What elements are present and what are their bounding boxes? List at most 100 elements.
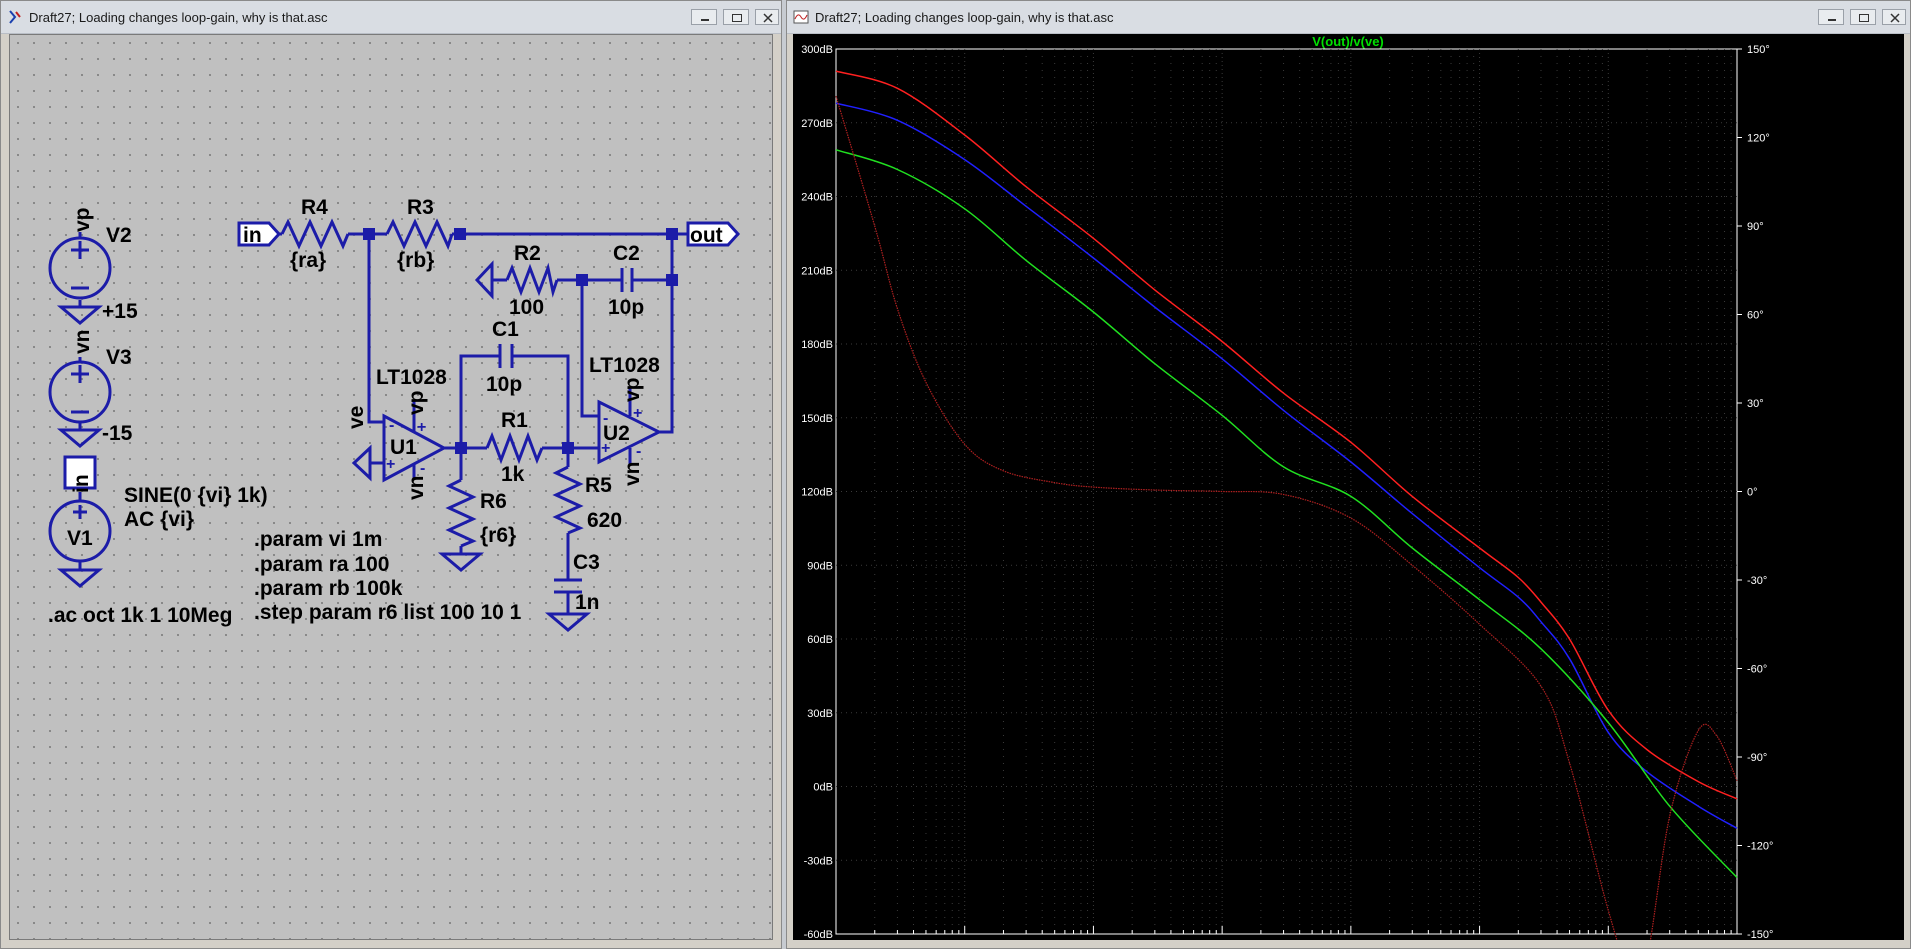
voltage-source-v1[interactable] — [48, 499, 112, 563]
waveform-window-title: Draft27; Loading changes loop-gain, why … — [815, 10, 1114, 25]
ground-symbol-v2 — [59, 305, 101, 325]
u2-vp-plus-mark: + — [633, 405, 642, 422]
u1-ref-label: U1 — [390, 436, 417, 459]
y-tick-label: 240dB — [801, 192, 833, 204]
schematic-titlebar[interactable]: Draft27; Loading changes loop-gain, why … — [1, 1, 781, 34]
y-tick-label: 90dB — [807, 560, 833, 572]
c3-value-label: 1n — [575, 591, 600, 614]
close-button[interactable] — [755, 9, 779, 25]
v1-ref-label: V1 — [67, 527, 93, 550]
maximize-icon — [732, 14, 742, 22]
plot-title[interactable]: V(out)/v(ve) — [1312, 34, 1384, 49]
trace-0 — [835, 70, 1738, 800]
v2-value-label: +15 — [102, 300, 138, 323]
x-tick-label: 10KHz — [1334, 939, 1367, 940]
junction-dots — [363, 228, 678, 454]
trace-2 — [835, 149, 1738, 879]
ground-symbol-v1 — [59, 568, 101, 588]
r2-value-label: 100 — [509, 296, 544, 319]
r6-value-label: {r6} — [480, 524, 516, 547]
ground-symbol-v3 — [59, 428, 101, 448]
u2-vn-net-label: vn — [621, 461, 644, 486]
voltage-source-v3[interactable] — [48, 360, 112, 424]
schematic-drawing[interactable]: - + + - - + + - V2 +15 V3 -15 V1 SINE(0 … — [10, 35, 774, 941]
param-vi-directive[interactable]: .param vi 1m — [254, 528, 382, 551]
waveform-titlebar[interactable]: Draft27; Loading changes loop-gain, why … — [787, 1, 1910, 34]
trace-3 — [835, 96, 1738, 949]
y-tick-label: 30dB — [807, 708, 833, 720]
y-tick-label: 120dB — [801, 487, 833, 499]
y-tick-label: -60dB — [804, 929, 833, 940]
ve-net-label: ve — [345, 406, 368, 429]
close-button[interactable] — [1882, 9, 1906, 25]
minimize-icon — [701, 19, 709, 21]
step-param-directive[interactable]: .step param r6 list 100 10 1 — [254, 601, 522, 624]
y-tick-label: 60dB — [807, 634, 833, 646]
trace-1 — [835, 102, 1738, 829]
maximize-button[interactable] — [1850, 9, 1876, 25]
schematic-canvas[interactable]: - + + - - + + - V2 +15 V3 -15 V1 SINE(0 … — [9, 34, 773, 940]
y-tick-label: -30dB — [804, 855, 833, 867]
x-tick-label: 1MHz — [1594, 939, 1623, 940]
r5-ref-label: R5 — [585, 474, 612, 497]
u2-model-label: LT1028 — [589, 354, 660, 377]
r4-value-label: {ra} — [290, 249, 326, 272]
minimize-icon — [1828, 19, 1836, 21]
x-tick-label: 100KHz — [1460, 939, 1499, 940]
y-tick-label: 150dB — [801, 413, 833, 425]
u1-vp-net-label: vp — [405, 390, 428, 415]
c2-ref-label: C2 — [613, 242, 640, 265]
u2-minus-mark: - — [603, 410, 608, 427]
y2-tick-label: -30° — [1747, 575, 1767, 587]
schematic-window-title: Draft27; Loading changes loop-gain, why … — [29, 10, 328, 25]
y2-tick-label: 30° — [1747, 398, 1764, 410]
v1-sine-label: SINE(0 {vi} 1k) — [124, 484, 268, 507]
plot-grid — [835, 48, 1738, 935]
y2-tick-label: 150° — [1747, 44, 1770, 56]
u2-vp-net-label: vp — [621, 377, 644, 402]
r1-value-label: 1k — [501, 463, 525, 486]
ac-analysis-directive[interactable]: .ac oct 1k 1 10Meg — [48, 604, 232, 627]
y2-tick-label: -120° — [1747, 841, 1773, 853]
minimize-button[interactable] — [691, 9, 717, 25]
c2-value-label: 10p — [608, 296, 644, 319]
y-tick-label: 300dB — [801, 44, 833, 56]
c3-ref-label: C3 — [573, 551, 600, 574]
v2-net-label-vp: vp — [71, 207, 94, 232]
waveform-window: Draft27; Loading changes loop-gain, why … — [786, 0, 1911, 949]
v2-ref-label: V2 — [106, 224, 132, 247]
close-icon — [763, 13, 773, 23]
x-tick-label: 10Hz — [952, 939, 978, 940]
c1-value-label: 10p — [486, 373, 522, 396]
voltage-source-v2[interactable] — [48, 236, 112, 300]
r3-value-label: {rb} — [397, 249, 434, 272]
r6-ref-label: R6 — [480, 490, 507, 513]
close-icon — [1890, 13, 1900, 23]
y-tick-label: 270dB — [801, 118, 833, 130]
schematic-window: Draft27; Loading changes loop-gain, why … — [0, 0, 782, 949]
param-ra-directive[interactable]: .param ra 100 — [254, 553, 389, 576]
y2-tick-label: 120° — [1747, 133, 1770, 145]
plot-traces — [835, 70, 1738, 949]
schematic-wires — [63, 218, 741, 614]
y-tick-label: 210dB — [801, 265, 833, 277]
bode-plot[interactable]: -60dB-30dB0dB30dB60dB90dB120dB150dB180dB… — [793, 34, 1904, 949]
r3-ref-label: R3 — [407, 196, 434, 219]
y-tick-label: 0dB — [813, 782, 833, 794]
y2-tick-label: 90° — [1747, 221, 1764, 233]
y2-tick-label: -150° — [1747, 929, 1773, 940]
u1-plus-mark: + — [386, 456, 395, 473]
u1-vn-minus-mark: - — [420, 460, 425, 477]
plot-ticks: -60dB-30dB0dB30dB60dB90dB120dB150dB180dB… — [801, 44, 1773, 949]
y2-tick-label: -60° — [1747, 664, 1767, 676]
ground-symbol-c3 — [547, 612, 589, 632]
maximize-button[interactable] — [723, 9, 749, 25]
v1-net-flag-in: in — [70, 474, 93, 493]
minimize-button[interactable] — [1818, 9, 1844, 25]
param-rb-directive[interactable]: .param rb 100k — [254, 577, 403, 600]
net-flag-in: in — [243, 224, 262, 247]
ground-symbol-r6 — [440, 552, 482, 572]
y2-tick-label: 0° — [1747, 487, 1758, 499]
r4-ref-label: R4 — [301, 196, 328, 219]
